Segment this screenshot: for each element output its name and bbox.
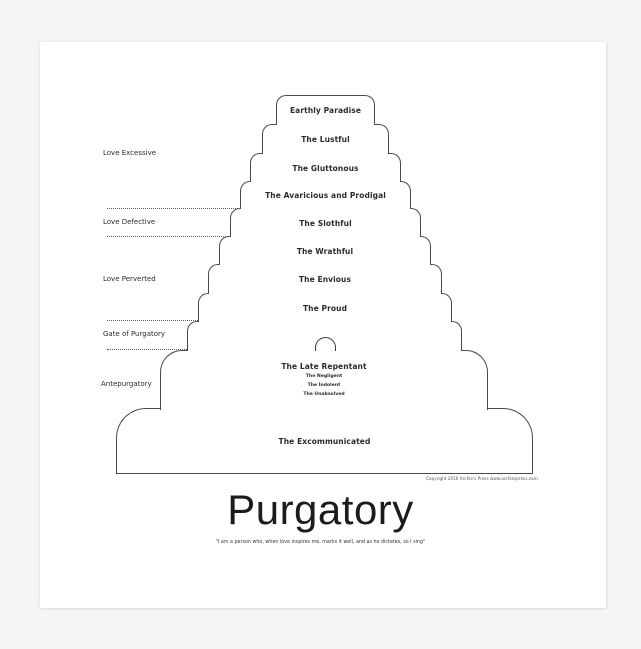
divider-gate-antepurgatory <box>107 349 187 350</box>
poster-quote: "I am a person who, when love inspires m… <box>215 540 426 545</box>
tier-label: The Lustful <box>301 135 350 144</box>
poster-title: Purgatory <box>227 486 414 533</box>
tier-gluttonous: The Gluttonous <box>250 153 401 182</box>
tier-avaricious-and-prodigal: The Avaricious and Prodigal <box>240 181 411 209</box>
side-label-antepurgatory: Antepurgatory <box>101 380 152 388</box>
tier-label: The Late Repentant <box>281 362 367 371</box>
tier-label: The Envious <box>298 275 352 284</box>
tier-late-repentant: The Late Repentant The Negligent The Ind… <box>160 350 488 410</box>
tier-slothful: The Slothful <box>230 208 421 237</box>
side-label-gate-of-purgatory: Gate of Purgatory <box>103 330 166 338</box>
tier-label: The Proud <box>302 303 348 313</box>
divider-excessive-defective <box>107 208 240 209</box>
side-label-love-defective: Love Defective <box>103 218 156 226</box>
tier-envious: The Envious <box>208 264 442 294</box>
tier-label: The Wrathful <box>296 246 354 256</box>
divider-perverted-gate <box>107 320 198 321</box>
tier-proud: The Proud <box>198 293 452 322</box>
tier-sublabel-indolent: The Indolent <box>307 383 341 388</box>
mountain-base-line <box>116 473 533 474</box>
gate-arch-icon <box>315 337 336 351</box>
tier-sublabel-unabsolved: The Unabsolved <box>303 392 345 397</box>
side-label-love-excessive: Love Excessive <box>103 149 157 157</box>
tier-label: Earthly Paradise <box>289 106 362 115</box>
tier-label: The Excommunicated <box>278 437 371 446</box>
side-label-love-perverted: Love Perverted <box>103 275 156 283</box>
copyright-text: Copyright 2016 Archie's Press www.archie… <box>426 476 538 481</box>
tier-earthly-paradise: Earthly Paradise <box>276 95 375 125</box>
tier-sublabel-negligent: The Negligent <box>305 374 343 379</box>
tier-excommunicated: The Excommunicated <box>116 408 533 474</box>
tier-wrathful: The Wrathful <box>219 236 431 265</box>
divider-defective-perverted <box>107 236 230 237</box>
tier-label: The Avaricious and Prodigal <box>265 191 386 200</box>
tier-label: The Slothful <box>299 218 352 228</box>
tier-lustful: The Lustful <box>262 124 389 154</box>
tier-label: The Gluttonous <box>292 163 359 173</box>
